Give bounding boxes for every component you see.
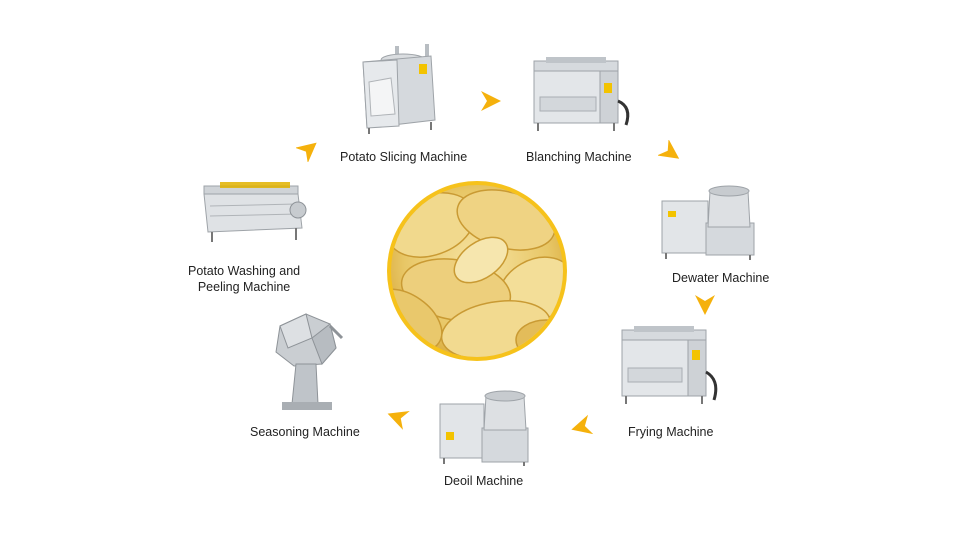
arrow-slicing-to-blanching <box>478 88 504 114</box>
step-label-dewater: Dewater Machine <box>672 270 769 286</box>
arrow-dewater-to-frying <box>692 292 718 318</box>
arrow-frying-to-deoil <box>568 414 594 440</box>
arrow-washing-to-slicing <box>296 136 322 162</box>
arrow-deoil-to-seasoning <box>384 404 410 430</box>
step-label-frying: Frying Machine <box>628 424 713 440</box>
slicing-machine-icon <box>355 42 445 134</box>
step-label-deoil: Deoil Machine <box>444 473 523 489</box>
potato-chips-photo <box>386 180 568 362</box>
step-label-slicing: Potato Slicing Machine <box>340 149 467 165</box>
step-label-blanching: Blanching Machine <box>526 149 632 165</box>
blanching-machine-icon <box>528 55 634 135</box>
dewater-machine-icon <box>660 183 760 261</box>
seasoning-machine-icon <box>266 308 346 412</box>
washing-peeling-machine-icon <box>200 178 310 246</box>
frying-machine-icon <box>616 322 722 408</box>
step-label-washing: Potato Washing and Peeling Machine <box>188 263 300 295</box>
step-label-seasoning: Seasoning Machine <box>250 424 360 440</box>
deoil-machine-icon <box>438 390 534 466</box>
arrow-blanching-to-dewater <box>658 140 684 166</box>
